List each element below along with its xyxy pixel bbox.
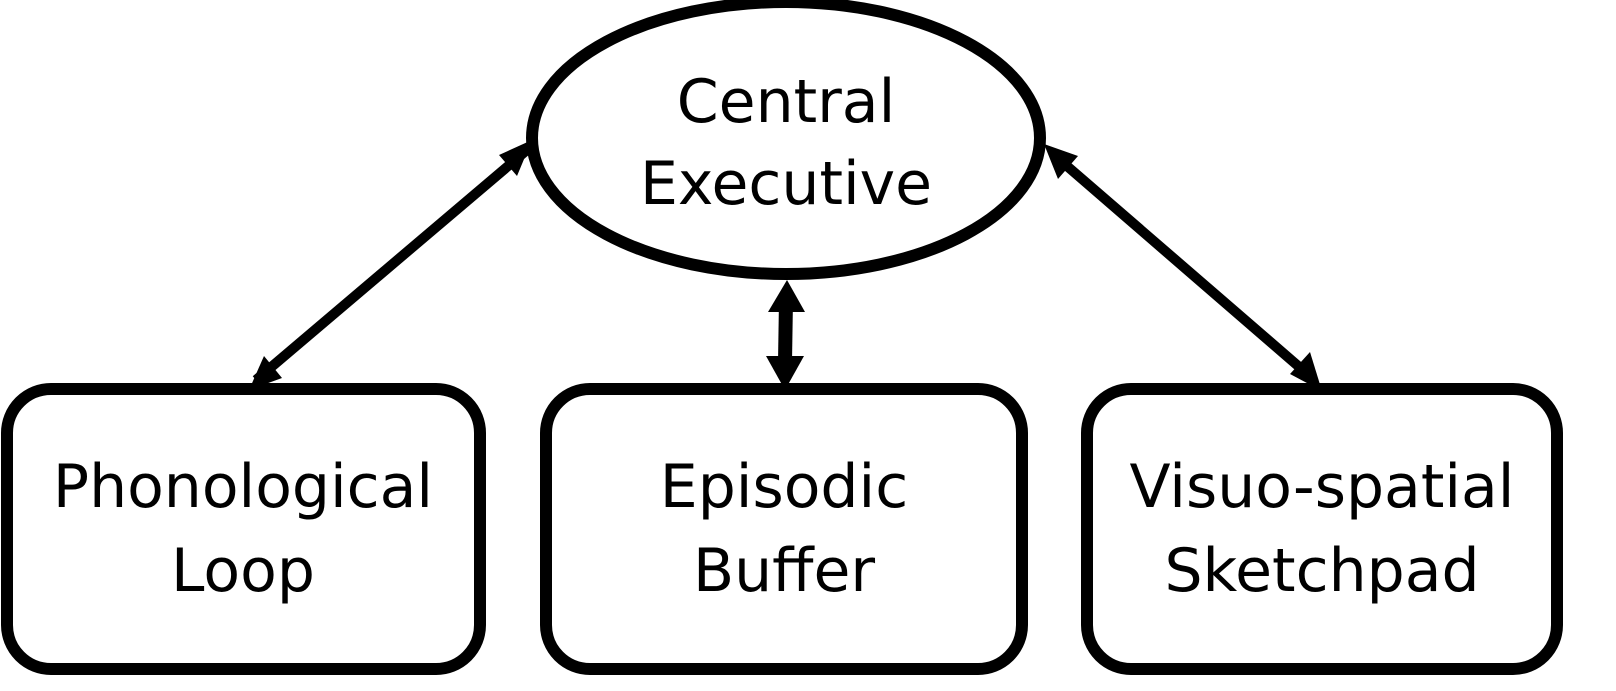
connector-central-to-visuospatial (1044, 144, 1322, 391)
episodic-buffer-label-line1: Episodic (660, 452, 908, 522)
connector-central-to-episodic (766, 280, 805, 390)
central-executive-label-line2: Executive (640, 149, 932, 219)
phonological-loop-label-line1: Phonological (53, 452, 433, 522)
arrowhead-down-center (766, 356, 804, 390)
arrowhead-down-right (1290, 352, 1322, 391)
node-episodic-buffer: Episodic Buffer (540, 383, 1028, 675)
connector-central-to-phonological (249, 140, 532, 390)
central-executive-label-line1: Central (677, 67, 895, 137)
phonological-loop-label-line2: Loop (171, 536, 315, 606)
episodic-buffer-label-line2: Buffer (693, 536, 875, 606)
arrowhead-up-center (768, 280, 805, 312)
arrowhead-down-left (249, 356, 282, 390)
arrowhead-up-left (499, 140, 532, 176)
visuospatial-sketchpad-label-line1: Visuo-spatial (1130, 452, 1515, 522)
node-visuospatial-sketchpad: Visuo-spatial Sketchpad (1081, 383, 1563, 675)
visuospatial-sketchpad-label-line2: Sketchpad (1164, 536, 1479, 606)
node-phonological-loop: Phonological Loop (1, 383, 486, 675)
node-central-executive: Central Executive (526, 0, 1046, 280)
arrowhead-up-right (1044, 144, 1078, 179)
